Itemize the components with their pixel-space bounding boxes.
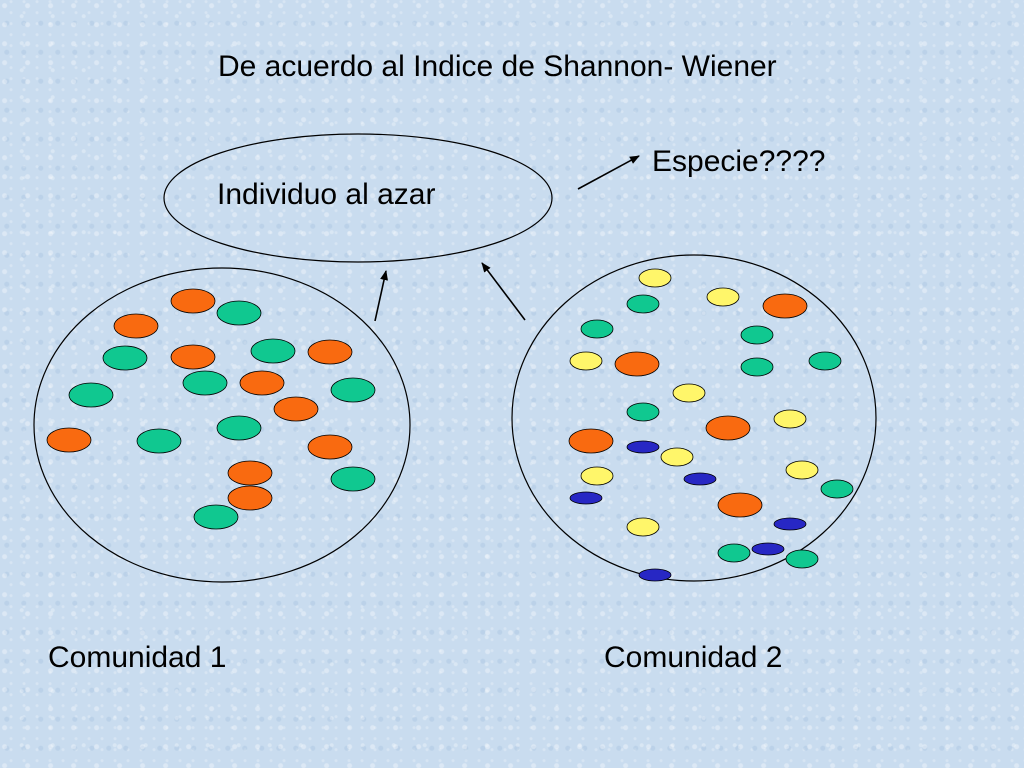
individual-orange: [113, 313, 159, 339]
individual-yellow: [638, 268, 672, 288]
community-1-circle: [33, 267, 411, 583]
community-2-label: Comunidad 2: [604, 641, 783, 674]
individual-orange: [307, 434, 353, 460]
individual-orange: [227, 460, 273, 486]
arrow-community2-to-sample: [481, 262, 526, 321]
species-label: Especie????: [652, 145, 826, 178]
individual-blue: [773, 517, 807, 531]
individual-blue: [638, 568, 672, 582]
individual-orange: [705, 415, 751, 441]
individual-yellow: [626, 517, 660, 537]
arrow-sample-to-species: [577, 155, 640, 190]
slide-title: De acuerdo al Indice de Shannon- Wiener: [218, 50, 777, 83]
individual-orange: [170, 344, 216, 370]
community-1-label: Comunidad 1: [48, 641, 227, 674]
individual-orange: [614, 351, 660, 377]
community-1-individuals: [46, 288, 376, 530]
individual-orange: [307, 339, 353, 365]
individual-green: [626, 294, 660, 314]
individual-orange: [227, 485, 273, 511]
individual-yellow: [569, 351, 603, 371]
community-2-circle: [511, 254, 877, 582]
individual-green: [330, 377, 376, 403]
individual-blue: [569, 491, 603, 505]
individual-yellow: [580, 466, 614, 486]
individual-green: [216, 300, 262, 326]
individual-yellow: [672, 383, 706, 403]
individual-green: [580, 319, 614, 339]
individual-orange: [239, 370, 285, 396]
sample-ellipse: [163, 133, 553, 263]
individual-green: [136, 428, 182, 454]
individual-green: [740, 357, 774, 377]
individual-orange: [46, 427, 92, 453]
individual-green: [717, 543, 751, 563]
individual-blue: [751, 542, 785, 556]
individual-green: [193, 504, 239, 530]
individual-yellow: [706, 287, 740, 307]
individual-green: [785, 549, 819, 569]
arrow-community1-to-sample: [374, 270, 388, 322]
individual-blue: [683, 472, 717, 486]
individual-green: [330, 466, 376, 492]
individual-green: [808, 351, 842, 371]
individual-green: [626, 402, 660, 422]
individual-green: [68, 382, 114, 408]
individual-yellow: [785, 460, 819, 480]
individual-green: [182, 370, 228, 396]
sample-label: Individuo al azar: [217, 178, 436, 211]
individual-orange: [762, 293, 808, 319]
individual-green: [102, 345, 148, 371]
individual-orange: [170, 288, 216, 314]
individual-orange: [273, 396, 319, 422]
individual-green: [216, 415, 262, 441]
individual-blue: [626, 440, 660, 454]
individual-yellow: [660, 447, 694, 467]
individual-yellow: [773, 409, 807, 429]
community-2-individuals: [568, 268, 854, 582]
individual-green: [740, 325, 774, 345]
individual-orange: [568, 428, 614, 454]
individual-green: [820, 479, 854, 499]
individual-green: [250, 338, 296, 364]
individual-orange: [717, 492, 763, 518]
